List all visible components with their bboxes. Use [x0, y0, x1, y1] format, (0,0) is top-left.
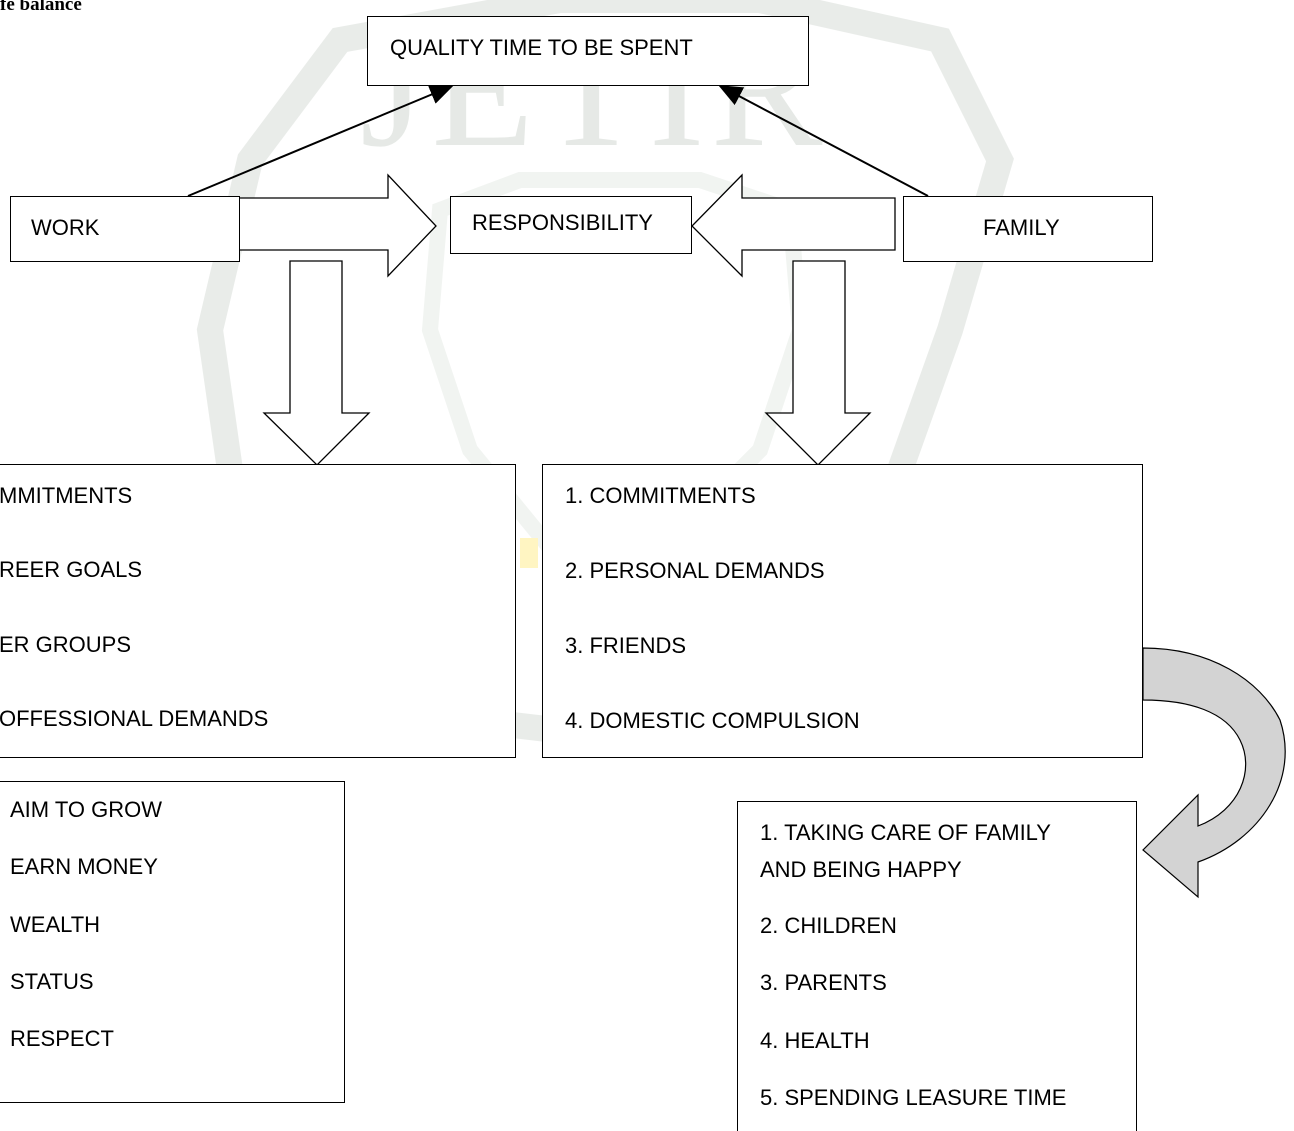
work-label: WORK [31, 215, 100, 240]
list-item: RESPECT [10, 1026, 114, 1051]
list-item: 4. HEALTH [760, 1028, 870, 1053]
list-item: 1. COMMITMENTS [565, 483, 756, 508]
list-item: 3. FRIENDS [565, 633, 687, 658]
list-item: 3. PARENTS [760, 970, 887, 995]
list-item: 2. PERSONAL DEMANDS [565, 558, 825, 583]
work-to-responsibility-arrow [237, 173, 437, 278]
list-item: AND BEING HAPPY [760, 857, 962, 882]
curved-arrow [1142, 647, 1286, 899]
family-box: FAMILY [903, 196, 1153, 262]
family-to-responsibility-arrow [691, 173, 896, 278]
list-item: EARN MONEY [10, 854, 158, 879]
quality-time-label: QUALITY TIME TO BE SPENT [390, 35, 693, 60]
family-to-quality-arrow [718, 85, 929, 197]
quality-time-box: QUALITY TIME TO BE SPENT [367, 16, 809, 86]
list-item: ER GROUPS [0, 632, 132, 657]
list-item: MMITMENTS [0, 483, 133, 508]
work-box: WORK [10, 196, 240, 262]
family-outcomes-box: 1. TAKING CARE OF FAMILY AND BEING HAPPY… [737, 801, 1137, 1131]
work-to-quality-arrow [187, 85, 454, 197]
family-label: FAMILY [983, 215, 1060, 240]
list-item: AIM TO GROW [10, 797, 162, 822]
list-item: 5. SPENDING LEASURE TIME [760, 1085, 1067, 1110]
list-item: STATUS [10, 969, 94, 994]
list-item: WEALTH [10, 912, 101, 937]
work-list-box: MMITMENTS REER GOALS ER GROUPS OFFESSION… [0, 464, 516, 758]
family-list-box: 1. COMMITMENTS 2. PERSONAL DEMANDS 3. FR… [542, 464, 1143, 758]
list-item: OFFESSIONAL DEMANDS [0, 706, 269, 731]
list-item: REER GOALS [0, 557, 143, 582]
work-down-arrow [262, 260, 371, 466]
list-item: 4. DOMESTIC COMPULSION [565, 708, 860, 733]
responsibility-label: RESPONSIBILITY [472, 210, 653, 235]
highlight-mark [520, 538, 538, 568]
work-outcomes-box: AIM TO GROW EARN MONEY WEALTH STATUS RES… [0, 781, 345, 1103]
page-title: fe balance [0, 0, 82, 15]
list-item: 2. CHILDREN [760, 913, 897, 938]
list-item: 1. TAKING CARE OF FAMILY [760, 820, 1051, 845]
family-down-arrow [764, 260, 872, 466]
responsibility-box: RESPONSIBILITY [450, 196, 692, 254]
